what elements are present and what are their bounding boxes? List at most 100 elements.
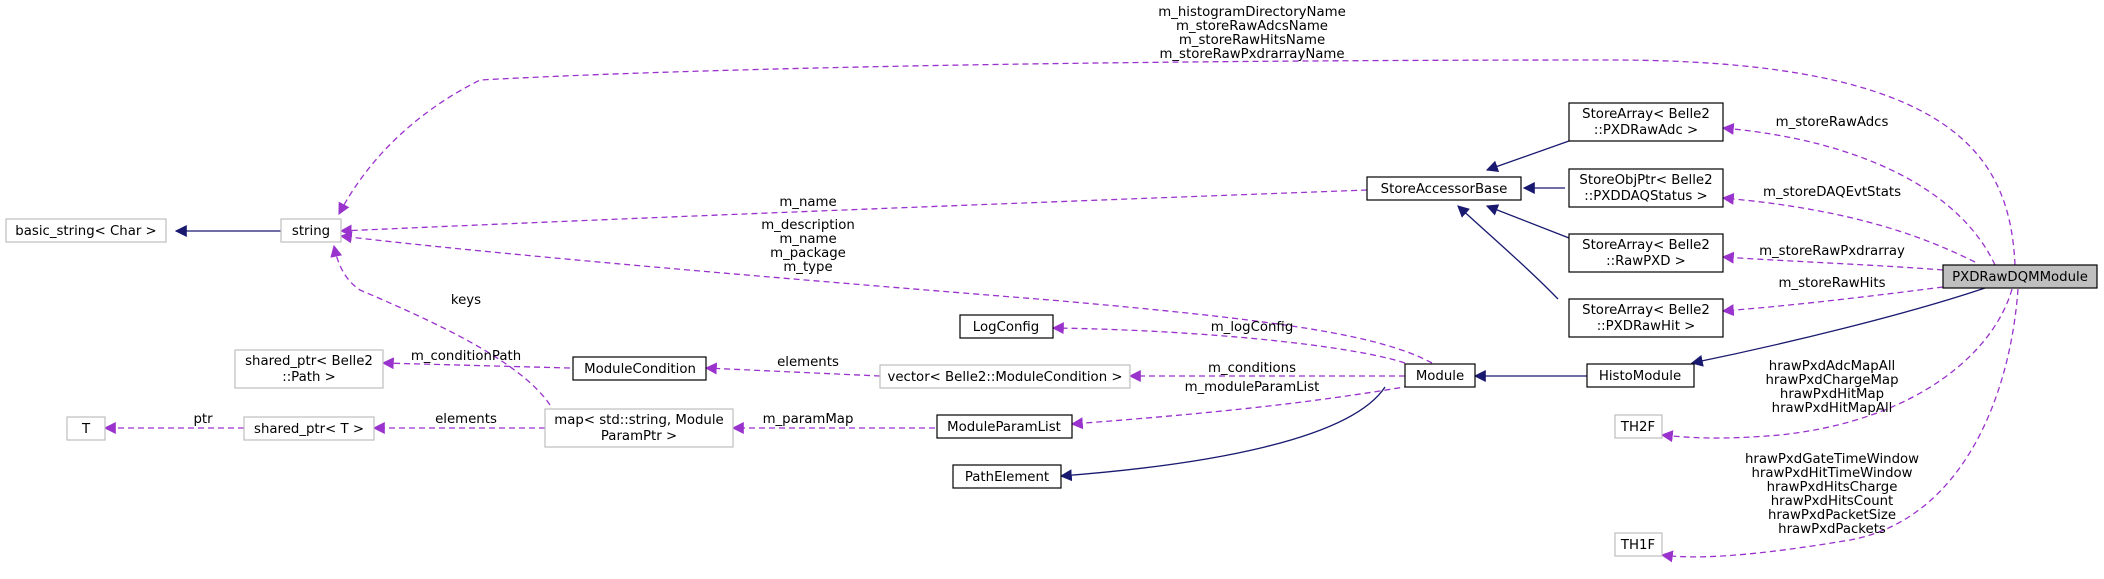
edge-label: m_storeRawPxdrarray <box>1759 244 1905 259</box>
edge-label: elements <box>435 412 497 427</box>
edge-label: hrawPxdChargeMap <box>1765 373 1898 388</box>
node-label: ParamPtr > <box>601 429 677 444</box>
node-label: shared_ptr< T > <box>254 422 364 437</box>
node-th1f[interactable]: TH1F <box>1614 532 1663 557</box>
node-store-obj-ptr-daq-status[interactable]: StoreObjPtr< Belle2 ::PXDDAQStatus > <box>1568 168 1724 208</box>
edge-label: m_package <box>770 246 846 261</box>
edge-label: m_type <box>783 260 832 275</box>
edge-label: m_description <box>761 218 855 233</box>
edge-paramlist-to-module <box>1070 385 1411 430</box>
node-label: HistoModule <box>1599 369 1681 384</box>
edge-label: hrawPxdHitMap <box>1780 387 1884 402</box>
node-label: shared_ptr< Belle2 <box>245 354 373 369</box>
edge-store-accessor-to-string <box>339 189 1368 237</box>
edge-label: hrawPxdHitsCharge <box>1767 480 1898 495</box>
edge-label: m_storeRawPxdrarrayName <box>1159 47 1344 62</box>
node-module-param-list[interactable]: ModuleParamList <box>936 414 1073 439</box>
node-label: ::RawPXD > <box>1606 254 1686 269</box>
node-label: Module <box>1416 369 1464 384</box>
node-module-condition[interactable]: ModuleCondition <box>572 356 707 381</box>
edge-histomodule-to-pxdrawdqm <box>1690 287 1986 367</box>
node-label: map< std::string, Module <box>554 413 723 428</box>
node-log-config[interactable]: LogConfig <box>959 314 1054 339</box>
edge-label: hrawPxdAdcMapAll <box>1769 359 1895 374</box>
edge-pathelement-to-module <box>1059 386 1386 482</box>
node-label: PathElement <box>965 470 1049 485</box>
node-vector-module-condition[interactable]: vector< Belle2::ModuleCondition > <box>879 364 1131 389</box>
node-store-accessor-base[interactable]: StoreAccessorBase <box>1366 176 1522 201</box>
node-label: ModuleCondition <box>584 362 696 377</box>
edge-label: elements <box>777 355 839 370</box>
node-label: PXDRawDQMModule <box>1952 270 2088 285</box>
node-map-param[interactable]: map< std::string, Module ParamPtr > <box>544 408 734 448</box>
node-label: TH1F <box>1620 538 1655 553</box>
node-th2f[interactable]: TH2F <box>1614 414 1663 439</box>
node-label: ::PXDRawAdc > <box>1594 123 1698 138</box>
node-path-element[interactable]: PathElement <box>952 464 1062 489</box>
edge-label: m_name <box>779 232 836 247</box>
node-label: vector< Belle2::ModuleCondition > <box>887 370 1122 385</box>
node-label: TH2F <box>1620 420 1655 435</box>
edge-rawadc-to-pxdrawdqm <box>1721 122 1996 266</box>
edge-label: m_logConfig <box>1211 320 1294 335</box>
node-label: LogConfig <box>973 320 1039 335</box>
edge-label: m_storeRawAdcs <box>1776 115 1889 130</box>
node-store-array-raw-adc[interactable]: StoreArray< Belle2 ::PXDRawAdc > <box>1568 102 1724 142</box>
node-label: StoreObjPtr< Belle2 <box>1579 173 1712 188</box>
node-label: StoreArray< Belle2 <box>1582 303 1710 318</box>
edge-label: hrawPxdHitTimeWindow <box>1751 466 1912 481</box>
node-label: string <box>292 224 330 239</box>
edge-map-keys <box>330 244 551 406</box>
edge-string-to-pxdrawdqm-names <box>338 59 2016 266</box>
edge-storeaccessor-to-rawhit <box>1457 205 1559 300</box>
edge-label: keys <box>451 293 481 308</box>
edge-label: hrawPxdPackets <box>1778 522 1886 537</box>
edge-label: hrawPxdHitsCount <box>1771 494 1894 509</box>
node-pxd-raw-dqm-module[interactable]: PXDRawDQMModule <box>1942 264 2098 289</box>
edge-label: hrawPxdGateTimeWindow <box>1745 452 1919 467</box>
edge-label: m_storeDAQEvtStats <box>1763 185 1901 200</box>
edge-storeaccessor-to-rawadc <box>1485 140 1570 173</box>
node-t[interactable]: T <box>66 416 106 441</box>
edge-label: m_storeRawHits <box>1778 276 1885 291</box>
node-label: basic_string< Char > <box>15 224 156 239</box>
edge-label: m_storeRawHitsName <box>1179 33 1325 48</box>
edge-logconfig-to-module <box>1051 322 1406 364</box>
node-basic-string[interactable]: basic_string< Char > <box>5 218 167 243</box>
node-string[interactable]: string <box>280 218 342 243</box>
edge-sharedptrpath-to-modulecondition <box>381 357 571 370</box>
edge-label: ptr <box>193 412 213 427</box>
edge-label: hrawPxdPacketSize <box>1768 508 1896 523</box>
edge-label: m_conditionPath <box>411 349 521 364</box>
edge-rawhit-to-pxdrawdqm <box>1721 286 1944 317</box>
edge-daqstatus-to-pxdrawdqm <box>1721 192 1976 263</box>
node-label: StoreAccessorBase <box>1381 182 1508 197</box>
node-store-array-raw-hit[interactable]: StoreArray< Belle2 ::PXDRawHit > <box>1568 298 1724 338</box>
edge-th2f-to-pxdrawdqm <box>1660 288 2013 443</box>
node-label: T <box>81 422 91 437</box>
edge-label: m_moduleParamList <box>1185 380 1320 395</box>
node-shared-ptr-path[interactable]: shared_ptr< Belle2 ::Path > <box>234 349 384 389</box>
edge-label: m_conditions <box>1208 361 1296 376</box>
edge-label: m_histogramDirectoryName <box>1158 5 1346 20</box>
edge-th1f-to-pxdrawdqm <box>1660 288 2019 563</box>
edge-rawpxd-to-pxdrawdqm <box>1721 251 1944 271</box>
node-label: ModuleParamList <box>947 420 1061 435</box>
edge-storeaccessor-to-rawpxd <box>1485 204 1570 239</box>
node-label: ::PXDRawHit > <box>1597 319 1696 334</box>
node-store-array-raw-pxd[interactable]: StoreArray< Belle2 ::RawPXD > <box>1568 233 1724 273</box>
node-label: StoreArray< Belle2 <box>1582 238 1710 253</box>
edge-label: m_paramMap <box>763 412 854 427</box>
node-histo-module[interactable]: HistoModule <box>1586 363 1695 388</box>
edge-modulecondition-to-vector <box>704 362 881 377</box>
node-label: StoreArray< Belle2 <box>1582 107 1710 122</box>
node-module[interactable]: Module <box>1404 363 1476 388</box>
node-label: ::PXDDAQStatus > <box>1584 189 1707 204</box>
edge-label: hrawPxdHitMapAll <box>1772 401 1893 416</box>
edge-label: m_name <box>779 195 836 210</box>
edge-module-to-string <box>339 231 1433 364</box>
edge-label: m_storeRawAdcsName <box>1176 19 1328 34</box>
node-shared-ptr-t[interactable]: shared_ptr< T > <box>243 416 375 441</box>
node-label: ::Path > <box>282 370 336 385</box>
